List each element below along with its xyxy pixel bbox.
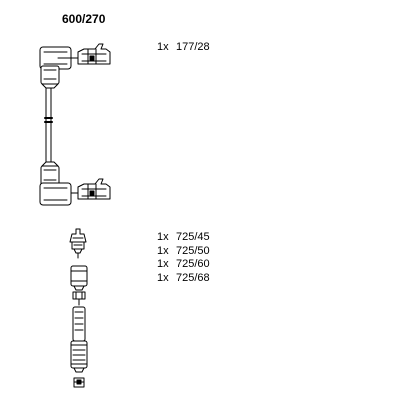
part-list-cable: 1x 177/28 [157,41,210,55]
part-row: 1x 725/45 [157,231,210,245]
terminal-top [77,43,111,65]
part-number: 725/60 [176,258,210,270]
part-row: 1x 725/60 [157,258,210,272]
part-row: 1x 725/68 [157,272,210,286]
cable-boot-top [39,46,79,89]
cable-boot-bottom [39,161,79,206]
kit-number: 600/270 [62,12,106,26]
part-number: 725/50 [176,244,210,257]
ignition-cable-drawing [39,43,111,206]
part-quantity: 1x [157,231,169,243]
part-number: 177/28 [176,41,210,53]
part-quantity: 1x [157,271,169,284]
terminal-bottom [77,178,111,200]
connector-nut-part [72,291,86,306]
part-quantity: 1x [157,41,169,53]
part-row: 1x 725/50 [157,245,210,259]
cable-wire [44,87,53,163]
part-number: 725/45 [176,231,210,243]
part-row: 1x 177/28 [157,41,210,55]
connector-parts-drawing [69,228,88,388]
part-quantity: 1x [157,258,169,270]
terminal-nut-part [73,377,85,388]
part-list-connectors: 1x 725/45 1x 725/50 1x 725/60 1x 725/68 [157,231,210,285]
part-quantity: 1x [157,244,169,257]
straight-boot-part [70,306,88,373]
terminal-connector-part [69,228,87,259]
part-number: 725/68 [176,271,210,284]
connector-cap-part [70,265,88,291]
